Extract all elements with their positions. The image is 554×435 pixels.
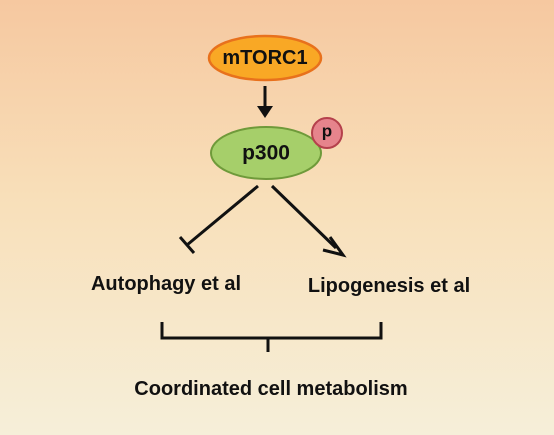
p300-label: p300	[242, 141, 290, 165]
mtorc1-node	[207, 34, 323, 82]
inhibition-arrow	[178, 184, 259, 254]
promotion-arrow	[270, 184, 347, 258]
lipogenesis-label: Lipogenesis et al	[307, 275, 471, 297]
phospho-badge	[311, 117, 343, 149]
autophagy-label: Autophagy et al	[90, 273, 242, 295]
metabolism-summary-label: Coordinated cell metabolism	[134, 378, 408, 400]
mtorc1-label: mTORC1	[222, 47, 308, 69]
outcome-bracket	[160, 322, 383, 352]
p300-node	[210, 126, 322, 180]
activation-arrow	[257, 86, 273, 118]
phospho-badge-label: p	[321, 121, 333, 141]
